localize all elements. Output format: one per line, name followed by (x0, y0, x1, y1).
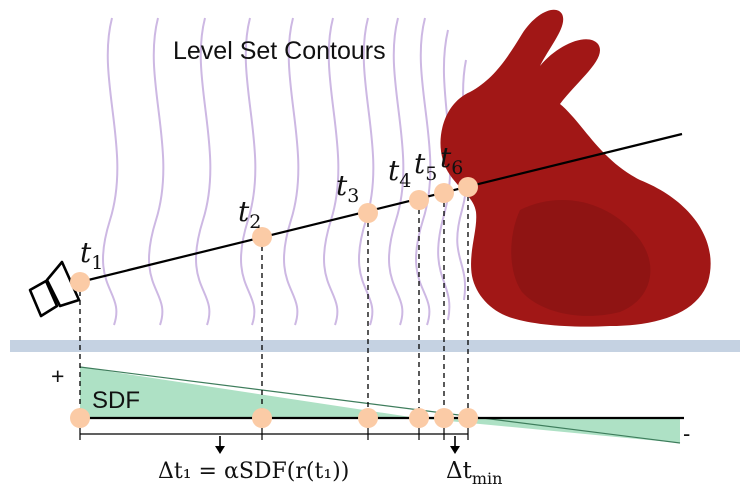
sdf-plot: SDF + - (51, 363, 690, 446)
sample-point (434, 183, 454, 203)
sample-point (358, 203, 378, 223)
sample-point (458, 177, 478, 197)
sdf-positive-region (80, 367, 417, 418)
axis-samples (70, 408, 478, 428)
arrow-icon (450, 436, 460, 454)
ray-samples (70, 177, 478, 292)
drop-lines (79, 187, 469, 418)
sample-label-t2: t2 (238, 195, 261, 233)
sign-plus: + (51, 363, 64, 389)
title: Level Set Contours (173, 37, 386, 65)
axis-point (252, 408, 272, 428)
arrow-icon (215, 436, 225, 454)
sdf-label: SDF (92, 387, 140, 414)
sample-label-t3: t3 (336, 169, 359, 207)
sdf-line (79, 366, 681, 444)
sample-point (252, 227, 272, 247)
sample-point (70, 272, 90, 292)
sample-label-t4: t4 (388, 154, 411, 192)
sample-label-t6: t6 (440, 141, 463, 179)
bunny-model (440, 9, 711, 327)
min-step-label: Δtmin (446, 458, 502, 488)
camera-ray (79, 132, 683, 284)
axis-point (434, 408, 454, 428)
axis-point (409, 408, 429, 428)
camera-icon (28, 260, 81, 318)
step-formula: Δt₁ = αSDF(r(t₁)) (158, 459, 349, 484)
step-ruler (79, 428, 469, 440)
sample-label-t5: t5 (414, 147, 437, 185)
sample-label-t1: t1 (80, 236, 103, 274)
axis-point (458, 408, 478, 428)
sample-point (409, 190, 429, 210)
sdf-negative-region (417, 418, 680, 443)
axis-point (358, 408, 378, 428)
sign-minus: - (683, 421, 690, 446)
axis-point (70, 408, 90, 428)
divider-band (10, 340, 740, 352)
